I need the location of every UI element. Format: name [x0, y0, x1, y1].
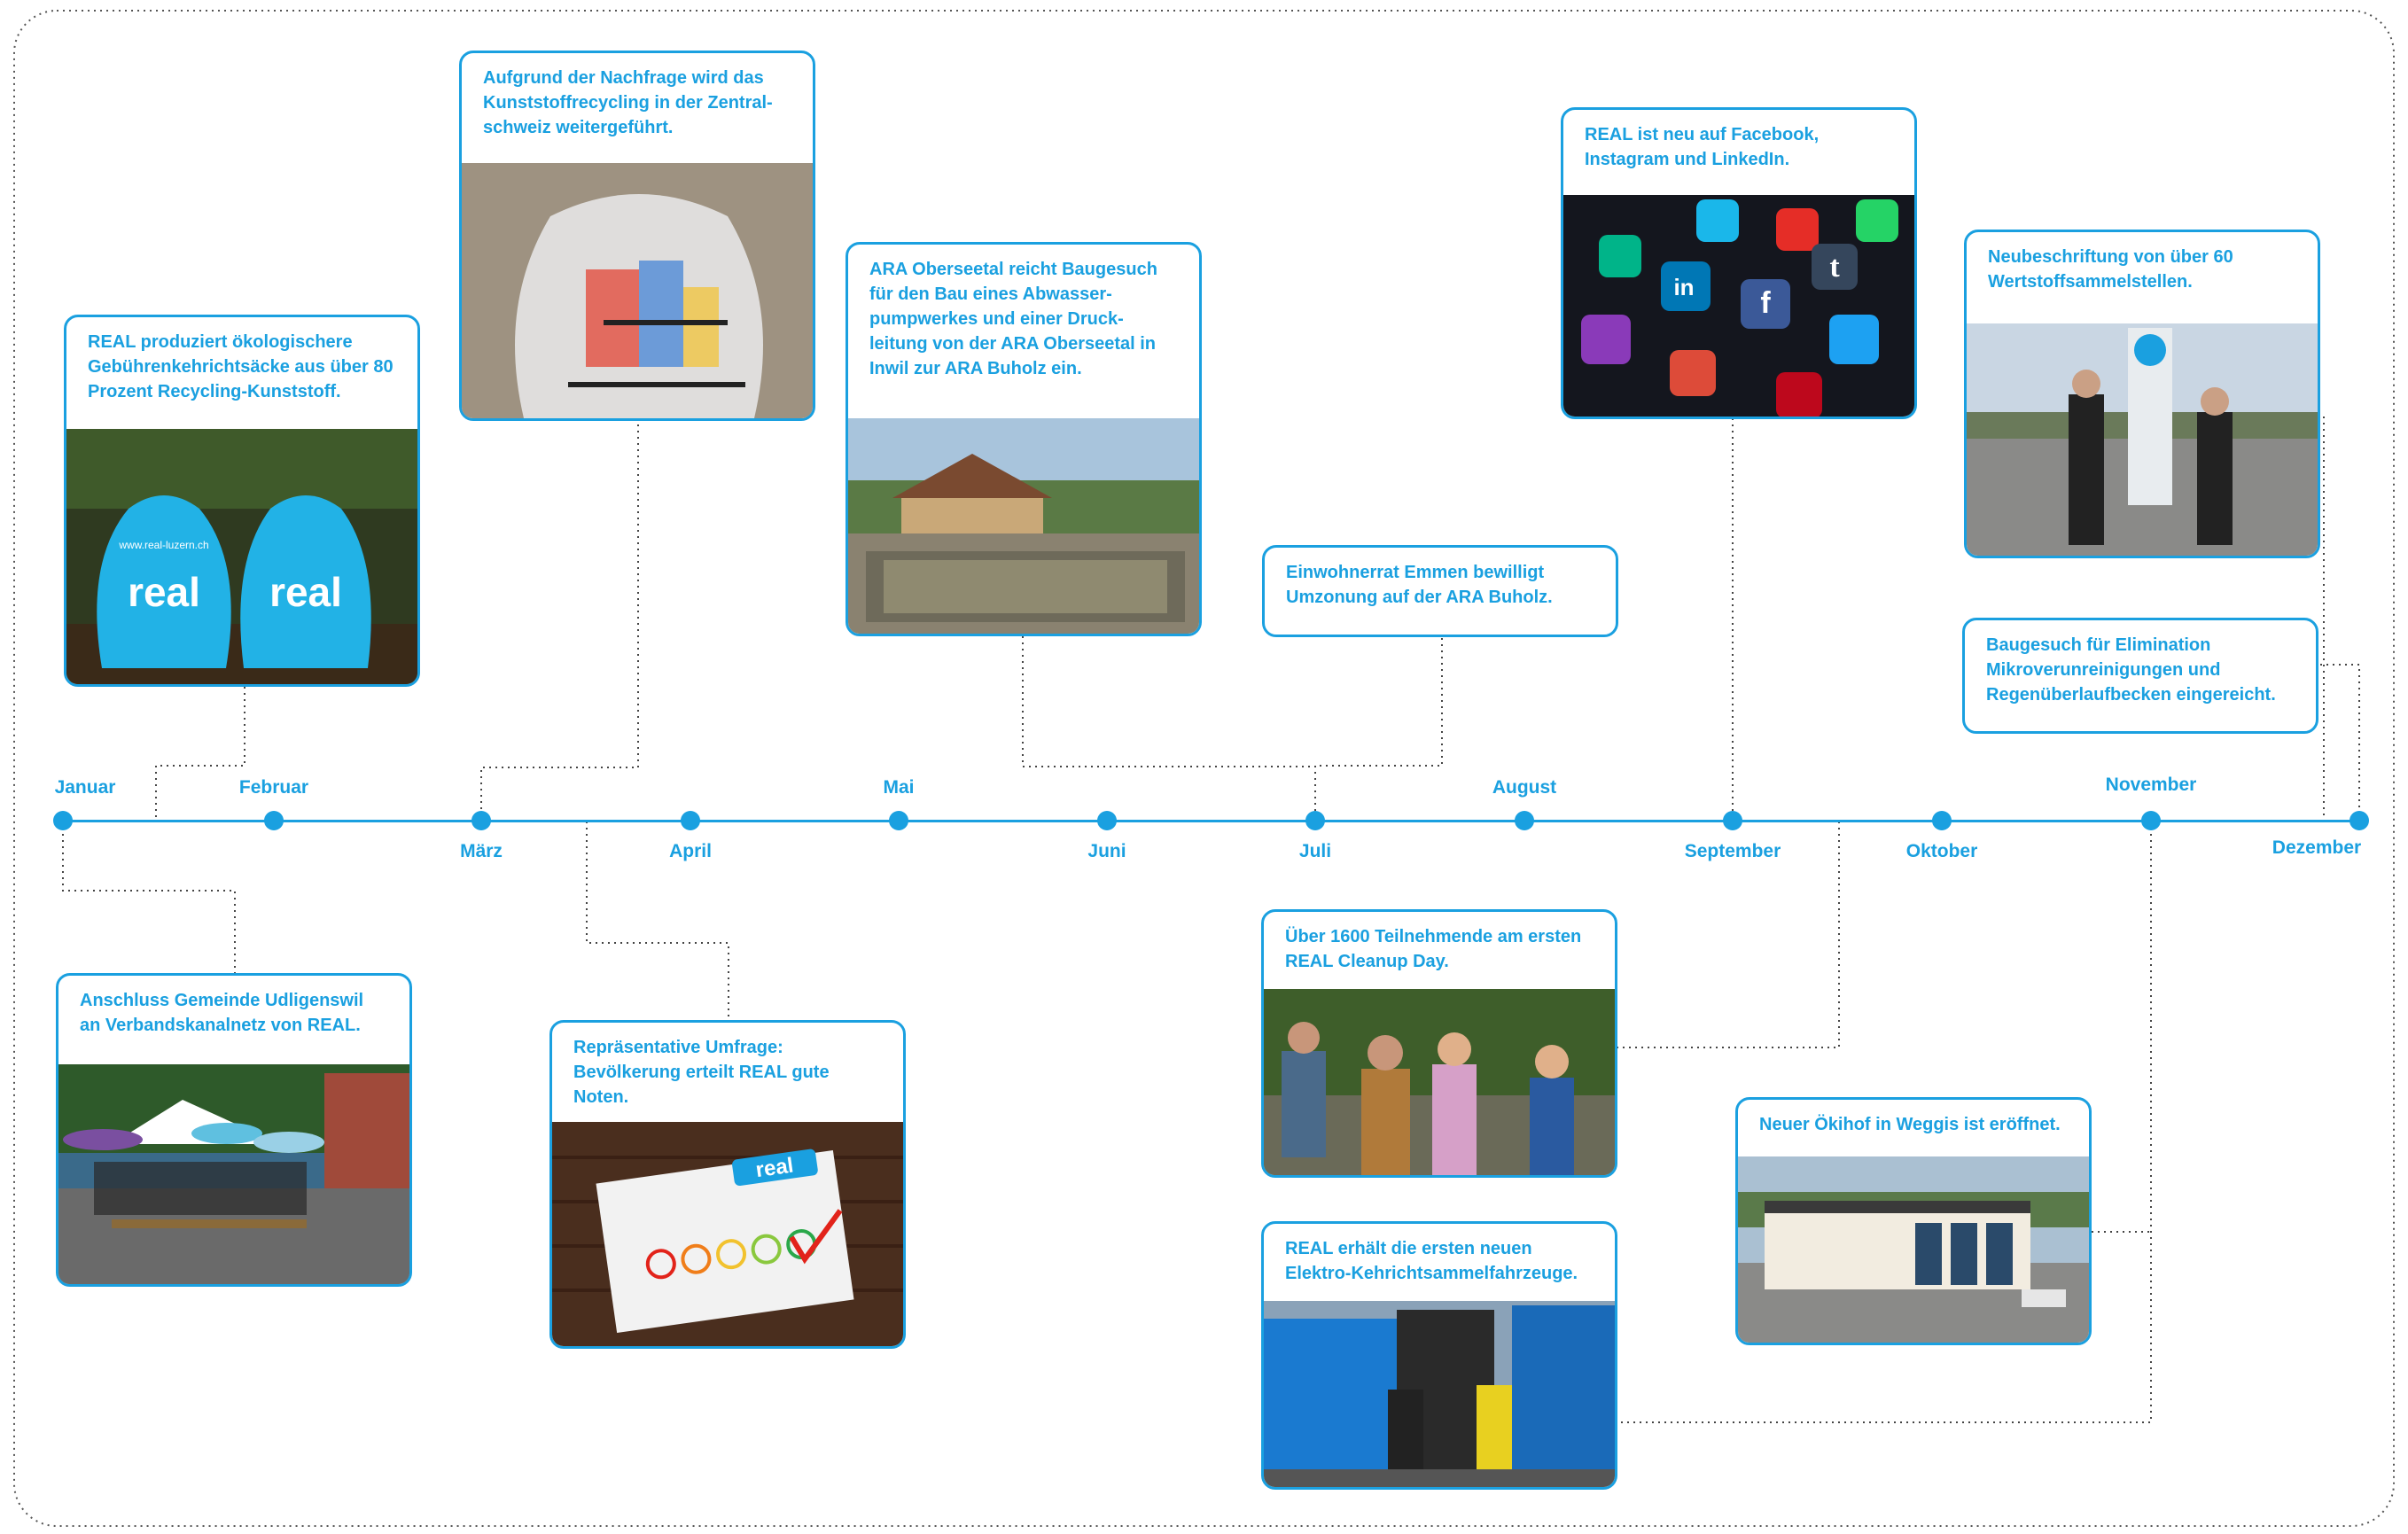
event-text: Über 1600 Teilnehmende am ersten REAL Cl… — [1285, 927, 1582, 971]
month-label: August — [1492, 777, 1557, 798]
social-media-photo: in f t — [1563, 195, 1914, 417]
event-text: Einwohnerrat Emmen bewilligt Umzonung au… — [1286, 563, 1553, 607]
plastic-bag-photo — [462, 163, 813, 418]
event-card-plastic-recycling: Aufgrund der Nachfrage wird das Kunststo… — [459, 51, 815, 421]
oekihof-building-photo — [1738, 1156, 2089, 1343]
event-text: REAL erhält die ersten neuen Elektro-Keh… — [1285, 1239, 1578, 1283]
month-label: Juni — [1087, 841, 1126, 861]
svg-text:t: t — [1829, 251, 1840, 284]
svg-text:f: f — [1760, 286, 1771, 320]
treatment-plant-photo — [848, 418, 1199, 634]
timeline-dot-april — [681, 811, 700, 830]
cleanup-day-photo — [1264, 989, 1615, 1175]
svg-text:real: real — [128, 569, 200, 615]
month-label: Februar — [238, 777, 309, 798]
recycling-bags-photo: real real www.real-luzern.ch — [66, 429, 417, 684]
event-text: REAL ist neu auf Facebook, Instagram und… — [1585, 125, 1820, 169]
event-text: Repräsentative Umfrage: Bevölkerung erte… — [573, 1038, 830, 1107]
event-tent-photo — [58, 1064, 409, 1284]
checkmark-icon — [789, 1209, 843, 1265]
event-text: Neuer Ökihof in Weggis ist eröffnet. — [1759, 1115, 2061, 1134]
month-label: Oktober — [1905, 841, 1978, 861]
timeline-dot-august — [1515, 811, 1534, 830]
timeline-dot-december — [2350, 811, 2369, 830]
timeline-dot-july — [1305, 811, 1325, 830]
event-card-udligenswil: Anschluss Gemeinde Udligenswil an Verban… — [56, 973, 412, 1287]
timeline-dot-november — [2141, 811, 2161, 830]
timeline-axis — [62, 820, 2360, 822]
svg-text:www.real-luzern.ch: www.real-luzern.ch — [118, 539, 208, 551]
month-label: Januar — [54, 777, 116, 798]
event-card-cleanup: Über 1600 Teilnehmende am ersten REAL Cl… — [1261, 909, 1617, 1178]
timeline-dot-january — [53, 811, 73, 830]
event-card-social-media: REAL ist neu auf Facebook, Instagram und… — [1561, 107, 1917, 419]
event-card-oekihof: Neuer Ökihof in Weggis ist eröffnet. — [1735, 1097, 2092, 1345]
event-text: Anschluss Gemeinde Udligenswil an Verban… — [80, 991, 364, 1035]
event-card-baugesuch: Baugesuch für Elimination Mikroverunrein… — [1962, 618, 2318, 734]
collection-point-photo — [1967, 323, 2318, 556]
month-label: Mai — [883, 777, 915, 798]
month-label: September — [1684, 841, 1781, 861]
event-text: Baugesuch für Elimination Mikroverunrein… — [1986, 635, 2276, 705]
month-label: April — [669, 841, 712, 861]
timeline-dot-february — [264, 811, 284, 830]
event-text: Neubeschriftung von über 60 Wertstoffsam… — [1988, 247, 2233, 292]
timeline-dot-september — [1723, 811, 1742, 830]
svg-text:real: real — [269, 569, 342, 615]
event-text: REAL produziert ökologischere Gebührenke… — [88, 332, 394, 401]
event-card-electric-trucks: REAL erhält die ersten neuen Elektro-Keh… — [1261, 1221, 1617, 1490]
event-card-einwohnerrat: Einwohnerrat Emmen bewilligt Umzonung au… — [1262, 545, 1618, 637]
timeline-dot-october — [1932, 811, 1952, 830]
month-label: Juli — [1298, 841, 1332, 861]
month-label: November — [2105, 775, 2197, 795]
month-label: März — [460, 841, 503, 861]
svg-text:real: real — [754, 1154, 795, 1183]
survey-photo: real — [552, 1122, 903, 1346]
event-card-signage: Neubeschriftung von über 60 Wertstoffsam… — [1964, 230, 2320, 558]
event-text: ARA Oberseetal reicht Baugesuch für den … — [869, 260, 1157, 378]
timeline-dot-may — [889, 811, 908, 830]
event-card-ara-oberseetal: ARA Oberseetal reicht Baugesuch für den … — [846, 242, 1202, 636]
event-card-survey: Repräsentative Umfrage: Bevölkerung erte… — [549, 1020, 906, 1349]
timeline-dot-june — [1097, 811, 1117, 830]
event-card-recycling-bags: REAL produziert ökologischere Gebührenke… — [64, 315, 420, 687]
smiley-rating-icons — [645, 1229, 817, 1280]
svg-text:in: in — [1673, 274, 1694, 300]
electric-trucks-photo — [1264, 1301, 1615, 1487]
month-label: Dezember — [2272, 837, 2362, 858]
event-text: Aufgrund der Nachfrage wird das Kunststo… — [483, 68, 773, 137]
connector-lines — [62, 412, 2360, 1423]
timeline-dot-march — [471, 811, 491, 830]
